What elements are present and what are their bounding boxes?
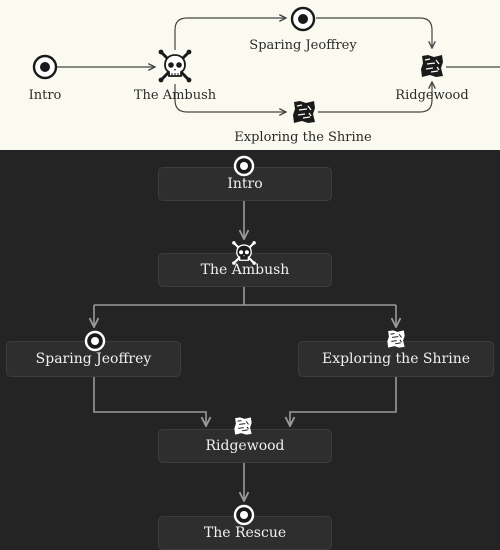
target-icon[interactable]	[32, 54, 58, 80]
edge-shrine-ridgewood	[318, 82, 432, 113]
node-ambush[interactable]: The Ambush	[158, 253, 332, 287]
target-icon[interactable]	[84, 330, 106, 352]
map-icon[interactable]	[232, 415, 254, 437]
node-label-intro: Intro	[227, 176, 263, 192]
edge-sparing-ridgewood	[93, 377, 206, 426]
node-label-ambush: The Ambush	[200, 262, 290, 278]
map-icon[interactable]	[385, 328, 407, 350]
edge-ambush-sparing	[174, 18, 286, 50]
node-label-ridgewood: Ridgewood	[395, 88, 469, 103]
skull-crossbones-icon[interactable]	[157, 48, 193, 84]
horizontal-flow-connectors	[57, 0, 500, 150]
edge-sparing-ridgewood	[316, 17, 432, 48]
vertical-flow-panel: Intro The Ambush Sparing Jeoffrey Explor…	[0, 150, 500, 550]
edge-ambush-shrine	[174, 84, 286, 112]
node-label-shrine: Exploring the Shrine	[321, 351, 471, 367]
node-label-ambush: The Ambush	[133, 88, 217, 103]
node-label-sparing: Sparing Jeoffrey	[249, 38, 357, 53]
node-label-intro: Intro	[28, 88, 62, 103]
node-label-rescue: The Rescue	[203, 525, 287, 541]
node-label-sparing: Sparing Jeoffrey	[35, 351, 152, 367]
target-icon[interactable]	[233, 504, 255, 526]
edge-shrine-ridgewood	[290, 377, 397, 426]
skull-crossbones-icon[interactable]	[231, 240, 257, 266]
map-icon[interactable]	[418, 52, 446, 80]
horizontal-flow-panel: Intro The Ambush Sparing Jeoffrey Explor…	[0, 0, 500, 150]
node-label-ridgewood: Ridgewood	[205, 438, 285, 454]
node-label-shrine: Exploring the Shrine	[234, 130, 372, 145]
target-icon[interactable]	[290, 6, 316, 32]
target-icon[interactable]	[233, 155, 255, 177]
map-icon[interactable]	[290, 98, 318, 126]
vertical-flow-connectors	[0, 201, 500, 550]
node-shrine[interactable]: Exploring the Shrine	[298, 341, 494, 377]
